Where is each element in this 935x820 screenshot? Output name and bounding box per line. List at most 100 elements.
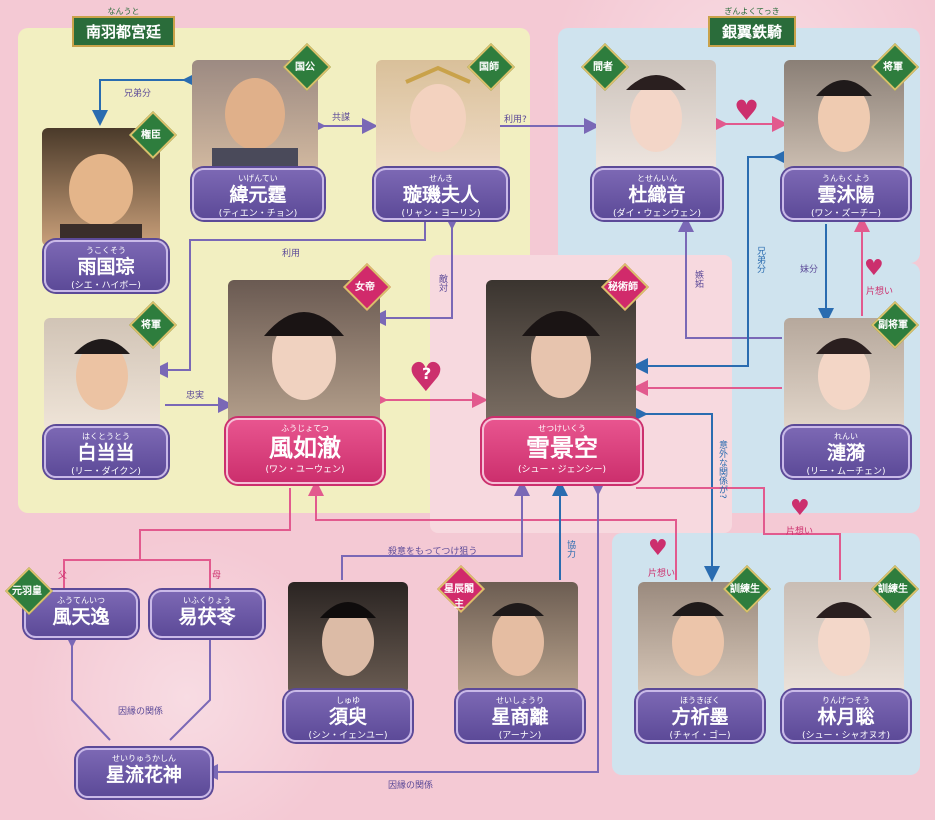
badge-label: 権臣: [141, 130, 161, 141]
rel-shitto: 嫉妬: [693, 270, 703, 288]
name-ruby: せいしょうり: [496, 696, 544, 705]
rel-riyo-q: 利用?: [504, 115, 527, 125]
actor-name: (ワン・ズーチー): [810, 209, 882, 219]
rel-kataomoi1: 片想い: [866, 287, 894, 297]
photo-shuyu: [288, 582, 408, 694]
name-ruby: とせんいん: [637, 174, 677, 183]
rel-satsui: 殺意をもってつけ狙う: [388, 547, 478, 557]
actor-name: (ワン・ユーウェン): [265, 465, 345, 475]
actor-name: (リー・ムーチェン): [806, 467, 886, 477]
name-ruby: はくとうとう: [82, 432, 130, 441]
name-ruby: うこくそう: [86, 246, 126, 255]
line-tekitai: [370, 214, 460, 326]
rel-kyoryoku: 協力: [565, 540, 575, 558]
name-ruby: せつけいくう: [538, 424, 586, 433]
name-ruby: せんき: [429, 174, 453, 183]
badge-label: 副将軍: [878, 320, 908, 331]
actor-name: (シュー・シャオヌオ): [801, 731, 891, 741]
line-kataomoi3: [636, 487, 841, 580]
photo-fujo: [228, 280, 380, 426]
name-ruby: せいりゅうかしん: [112, 754, 176, 763]
badge-label: 星辰閣主: [444, 584, 474, 610]
rel-imoto: 妹分: [800, 265, 819, 275]
badge-label: 元羽皇: [12, 586, 42, 597]
nameplate-fujo: ふうじょてつ 風如澈 (ワン・ユーウェン): [226, 418, 384, 484]
character-name: 風天逸: [52, 606, 110, 628]
rel-tekitai: 敵対: [437, 274, 447, 292]
character-name: 緯元霆: [229, 184, 287, 206]
nameplate-shuyu: しゅゆ 須臾 (シン・イェンユー): [284, 690, 412, 742]
name-ruby: ほうきぼく: [680, 696, 720, 705]
character-name: 星商離: [491, 706, 549, 728]
line-satsui: [341, 480, 530, 580]
group-title: 銀翼鉄騎: [722, 23, 783, 41]
actor-name: (リャン・ヨーリン): [401, 209, 481, 219]
line-igai: [632, 406, 720, 582]
character-name: 星流花神: [105, 764, 182, 786]
photo-sekkei: [486, 280, 636, 426]
name-ruby: いげんてい: [238, 174, 278, 183]
badge-label: 訓練生: [878, 584, 908, 595]
group-label-nanu: なんうと 南羽都宮廷: [72, 7, 176, 47]
rel-kataomoi2: 片想い: [648, 569, 676, 579]
character-name: 杜織音: [628, 184, 686, 206]
character-name: 璇璣夫人: [402, 184, 479, 206]
group-ruby: なんうと: [107, 7, 140, 16]
rel-chujitsu: 忠実: [186, 391, 205, 401]
heart-icon: ♥: [734, 94, 760, 127]
photo-haku: [44, 318, 160, 430]
nameplate-ikei: いげんてい 緯元霆 (ティエン・チョン): [192, 168, 324, 220]
line-kataomoi2: [308, 480, 677, 580]
line-kyodai2: [632, 149, 788, 374]
nameplate-uko: うこくそう 雨国琮 (シエ・ハイボー): [44, 240, 168, 292]
nameplate-seisho: せいしょうり 星商離 (アーナン): [456, 690, 584, 742]
character-name: 易茯苓: [178, 606, 236, 628]
badge-label: 国公: [295, 62, 315, 73]
badge-label: 将軍: [141, 320, 161, 331]
actor-name: (アーナン): [498, 731, 542, 741]
photo-unmoku: [784, 60, 904, 172]
nameplate-unmoku: うんもくよう 雲沐陽 (ワン・ズーチー): [782, 168, 910, 220]
rel-kataomoi3: 片想い: [786, 527, 814, 537]
line-innen1: [72, 640, 211, 741]
nameplate-toshiki: とせんいん 杜織音 (ダイ・ウェンウェン): [592, 168, 722, 220]
rel-chichi: 父: [58, 571, 68, 581]
character-name: 方祈墨: [671, 706, 729, 728]
group-title: 南羽都宮廷: [86, 23, 162, 41]
heart-icon: ♥: [790, 496, 810, 521]
nameplate-haku: はくとうとう 白当当 (リー・ダイクン): [44, 426, 168, 478]
nameplate-ren: れんい 漣漪 (リー・ムーチェン): [782, 426, 910, 478]
nameplate-ifuku: いふくりょう 易茯苓: [150, 590, 264, 638]
photo-senki: [376, 60, 500, 172]
character-name: 須臾: [328, 706, 367, 728]
line-innen2: [202, 480, 606, 780]
actor-name: (ティエン・チョン): [218, 209, 298, 219]
rel-kyodai2: 兄弟分: [755, 246, 765, 273]
actor-name: (リー・ダイクン): [71, 467, 141, 477]
line-chichi: [63, 488, 291, 590]
name-ruby: れんい: [834, 432, 858, 441]
rel-kyodai: 兄弟分: [124, 89, 152, 99]
nameplate-seiryu: せいりゅうかしん 星流花神: [76, 748, 212, 798]
badge-label: 国師: [479, 62, 499, 73]
character-name: 漣漪: [826, 442, 865, 464]
badge-label: 女帝: [355, 282, 375, 293]
rel-kyobo: 共謀: [332, 113, 351, 123]
photo-seisho: [458, 582, 578, 694]
badge-label: 秘術師: [608, 282, 638, 293]
name-ruby: りんげつそう: [822, 696, 870, 705]
badge-label: 訓練生: [730, 584, 760, 595]
actor-name: (シュー・ジェンシー): [517, 465, 607, 475]
photo-uko: [42, 128, 160, 246]
name-ruby: ふうてんいつ: [57, 596, 105, 605]
actor-name: (チャイ・ゴー): [669, 731, 731, 741]
photo-toshiki: [596, 60, 716, 172]
actor-name: (シン・イェンユー): [308, 731, 388, 741]
actor-name: (ダイ・ウェンウェン): [612, 209, 702, 219]
rel-haha: 母: [212, 571, 222, 581]
name-ruby: うんもくよう: [822, 174, 870, 183]
character-name: 白当当: [77, 442, 135, 464]
heart-icon: ♥: [648, 536, 668, 561]
character-name: 雨国琮: [77, 256, 135, 278]
nameplate-rin: りんげつそう 林月聡 (シュー・シャオヌオ): [782, 690, 910, 742]
